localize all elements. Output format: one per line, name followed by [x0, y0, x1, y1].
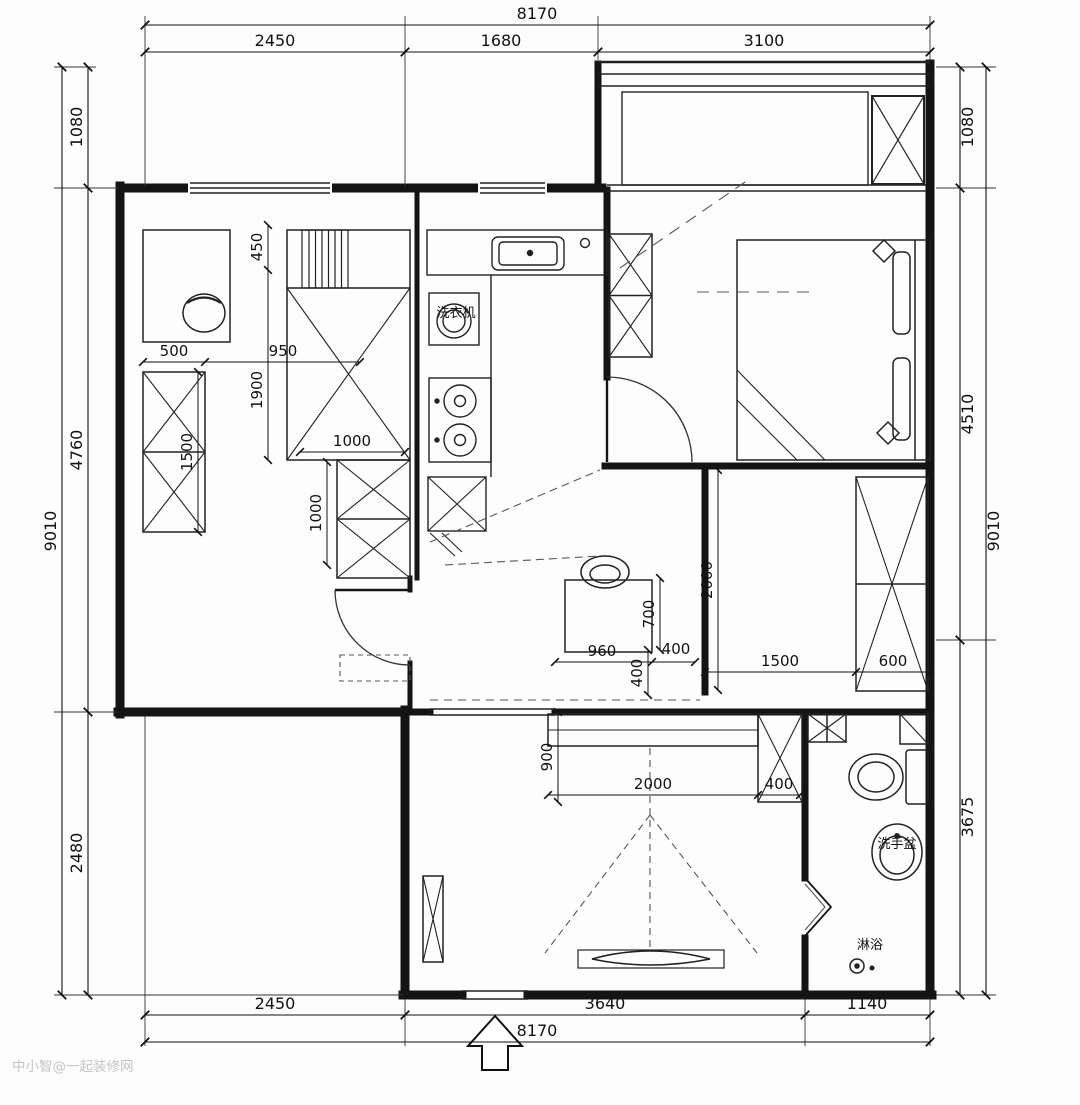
- bathroom-shelf: [807, 713, 847, 743]
- dim-right-total: 9010: [984, 511, 1003, 552]
- dim-left-2: 4760: [67, 430, 86, 471]
- dim-bottom-3: 1140: [847, 994, 888, 1013]
- dim-wardrobe-length: 1500: [178, 433, 196, 471]
- dim-left-total: 9010: [41, 511, 60, 552]
- windows: [188, 60, 930, 1000]
- shower-drain: [849, 958, 875, 974]
- dimension-text-perimeter: 8170 2450 1680 3100 9010 1080 4760 2480 …: [41, 4, 1003, 1040]
- tv-cabinet: [547, 713, 759, 747]
- dim-top-1: 2450: [255, 31, 296, 50]
- water-heater: [899, 713, 929, 745]
- entry-threshold: [462, 990, 528, 1000]
- living-room: [422, 713, 803, 969]
- double-bed: [736, 239, 931, 461]
- dim-bed-length: 1900: [248, 371, 266, 409]
- headboard-shelf: [301, 229, 349, 289]
- hall: [430, 555, 700, 701]
- window-top-left: [188, 181, 332, 195]
- dim-right-3: 3675: [958, 797, 977, 838]
- desk-chair: [182, 293, 226, 333]
- kitchen-counter: [426, 229, 608, 276]
- dim-room2-width: 1500: [761, 652, 799, 670]
- viewing-cone-dashed: [544, 748, 758, 954]
- window-top-mid: [478, 181, 547, 195]
- kitchen: [426, 229, 608, 566]
- dim-bottom-1: 2450: [255, 994, 296, 1013]
- dim-cabinet-length: 1000: [307, 494, 325, 532]
- kitchen-sink: [491, 236, 591, 271]
- desk: [142, 229, 231, 343]
- dim-top-total: 8170: [517, 4, 558, 23]
- entrance-arrow: [465, 1014, 525, 1071]
- interior-walls: [401, 60, 934, 997]
- dim-desk-side-gap: 400: [628, 659, 646, 688]
- dim-tall-cabinet-width: 400: [765, 775, 794, 793]
- dim-tv-wall-depth: 900: [538, 743, 556, 772]
- dimension-text-interior: 450 500 950 1900 1500 1000 1000 2000 700…: [160, 233, 908, 793]
- dimension-lines-interior: [138, 220, 935, 807]
- tall-cabinet: [757, 713, 803, 803]
- left-room-door: [334, 588, 411, 682]
- dim-top-3: 3100: [744, 31, 785, 50]
- dim-right-2: 4510: [958, 394, 977, 435]
- dim-bottom-total: 8170: [517, 1021, 558, 1040]
- dim-cabinet-width: 1000: [333, 432, 371, 450]
- bedroom-dashed-lines: [619, 179, 815, 293]
- cabinet-under-bed: [336, 459, 411, 579]
- dim-left-3: 2480: [67, 833, 86, 874]
- room-labels: 洗衣机 洗手盆 淋浴: [436, 305, 916, 953]
- hall-threshold: [430, 708, 555, 716]
- exterior-walls: [113, 59, 937, 1000]
- bathroom-folding-door: [804, 877, 833, 937]
- balcony-window-band: [598, 60, 930, 87]
- kitchen-pass-dashed: [429, 469, 601, 566]
- label-shower: 淋浴: [857, 938, 883, 953]
- watermark: 中小智@一起装修网: [12, 1059, 134, 1075]
- dimension-lines: [57, 20, 991, 1047]
- balcony-bedroom-divider: [607, 184, 926, 192]
- dim-top-2: 1680: [481, 31, 522, 50]
- dim-desk-gap: 400: [662, 640, 691, 658]
- stove: [428, 377, 492, 463]
- label-washing-machine: 洗衣机: [436, 305, 475, 321]
- tv-stand: [577, 949, 725, 969]
- dim-wardrobe-width: 500: [160, 342, 189, 360]
- wall-column: [422, 875, 444, 963]
- hall-chair: [580, 555, 630, 589]
- dim-bed-width: 950: [269, 342, 298, 360]
- dim-wardrobe2-width: 600: [879, 652, 908, 670]
- extension-lines: [54, 16, 996, 1046]
- bathroom: [807, 713, 929, 974]
- wash-basin: [871, 823, 923, 881]
- balcony-inner-line: [621, 91, 869, 186]
- dim-bottom-2: 3640: [585, 994, 626, 1013]
- toilet: [848, 749, 929, 805]
- hall-desk: [564, 579, 653, 653]
- dim-room2-depth: 2000: [698, 561, 716, 599]
- dim-right-1: 1080: [958, 107, 977, 148]
- wardrobe-right: [855, 476, 929, 692]
- second-room: [855, 476, 929, 692]
- throw-pillow-top: [871, 238, 897, 264]
- dim-left-1: 1080: [67, 107, 86, 148]
- label-wash-basin: 洗手盆: [877, 837, 916, 852]
- dim-bed-head-gap: 450: [248, 233, 266, 262]
- dim-desk-width: 960: [588, 642, 617, 660]
- left-room-furniture: [142, 229, 411, 579]
- dim-tv-cabinet-width: 2000: [634, 775, 672, 793]
- balcony-cabinet: [871, 95, 925, 185]
- dim-desk-depth: 700: [640, 600, 658, 629]
- throw-pillow-bottom: [875, 420, 901, 446]
- bedroom-wardrobe: [608, 233, 653, 358]
- washing-machine: [428, 292, 480, 346]
- bedroom-door: [605, 376, 693, 463]
- doors: [334, 376, 833, 937]
- kitchen-open-shelf: [427, 476, 487, 557]
- bedroom: [608, 95, 931, 461]
